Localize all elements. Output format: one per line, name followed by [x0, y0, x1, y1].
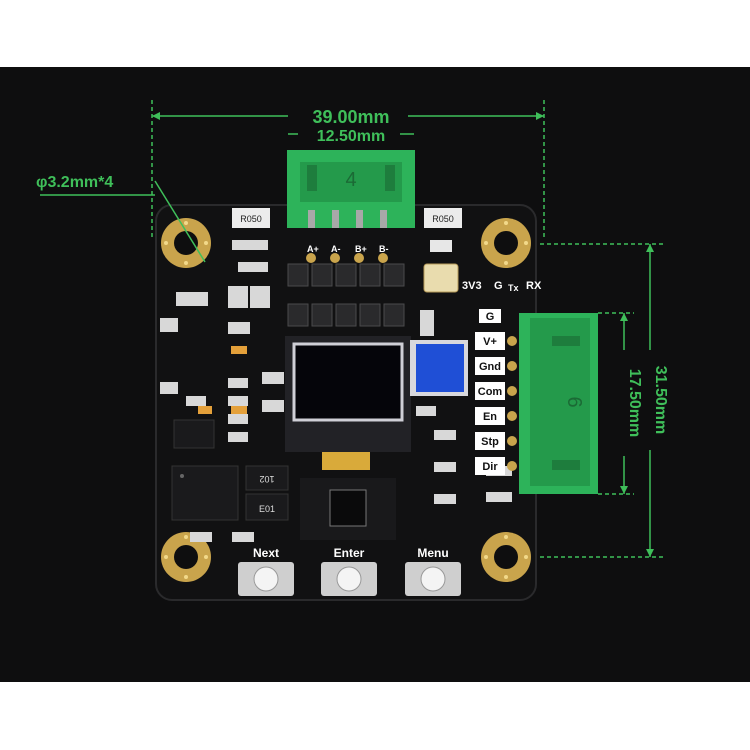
top-connector-pin-count: 4 [345, 169, 356, 191]
ground-label: G [486, 311, 495, 323]
total-height-label: 31.50mm [652, 366, 669, 435]
resistor-label: R050 [240, 214, 262, 224]
side-connector: 6 [519, 313, 598, 494]
sense-resistor-left: R050 [232, 208, 270, 228]
side-connector-pin-count: 6 [563, 396, 585, 407]
side-pin-label-com: Com [478, 386, 503, 398]
pin-label-a-minus: A- [331, 244, 341, 254]
total-width-label: 39.00mm [312, 107, 389, 127]
header-label-rx: RX [526, 280, 542, 292]
oled-display [285, 336, 411, 470]
sense-resistor-right: R050 [424, 208, 462, 228]
mounting-hole-top-left [161, 218, 211, 268]
microcontroller-chip [300, 478, 396, 540]
pin-label-b-plus: B+ [355, 244, 367, 254]
mounting-hole-bottom-left [161, 532, 211, 582]
motor-driver-chip [171, 465, 239, 521]
header-label-g: G [494, 280, 503, 292]
next-button[interactable] [238, 562, 294, 596]
chip-e01-label: E01 [259, 504, 275, 514]
button-label-enter: Enter [334, 546, 365, 560]
header-label-3v3: 3V3 [462, 280, 482, 292]
menu-button[interactable] [405, 562, 461, 596]
side-pin-label-en: En [483, 411, 497, 423]
chip-102: 102 [245, 465, 289, 491]
hole-leader-line [154, 180, 206, 263]
connector-width-label: 12.50mm [317, 128, 386, 145]
header-label-tx: Tx [508, 283, 519, 293]
side-pin-label-dir: Dir [482, 461, 498, 473]
hole-diameter-label: φ3.2mm*4 [36, 174, 113, 191]
pin-label-b-minus: B- [379, 244, 389, 254]
side-pin-label-stp: Stp [481, 436, 499, 448]
resistor-label: R050 [432, 214, 454, 224]
chip-e01: E01 [245, 493, 289, 521]
button-label-menu: Menu [417, 546, 448, 560]
mounting-hole-bottom-right [481, 532, 531, 582]
potentiometer[interactable] [410, 340, 468, 396]
side-pin-label-v-plus: V+ [483, 336, 497, 348]
connector-height-label: 17.50mm [626, 369, 643, 438]
tantalum-capacitor [423, 263, 459, 293]
mounting-hole-top-right [481, 218, 531, 268]
chip-102-label: 102 [259, 474, 274, 484]
button-label-next: Next [253, 546, 279, 560]
side-pin-label-gnd: Gnd [479, 361, 501, 373]
top-connector: 4 [287, 150, 415, 228]
regulator-chip [173, 419, 215, 449]
pin-label-a-plus: A+ [307, 244, 319, 254]
enter-button[interactable] [321, 562, 377, 596]
driver-transistor-array [287, 263, 405, 327]
